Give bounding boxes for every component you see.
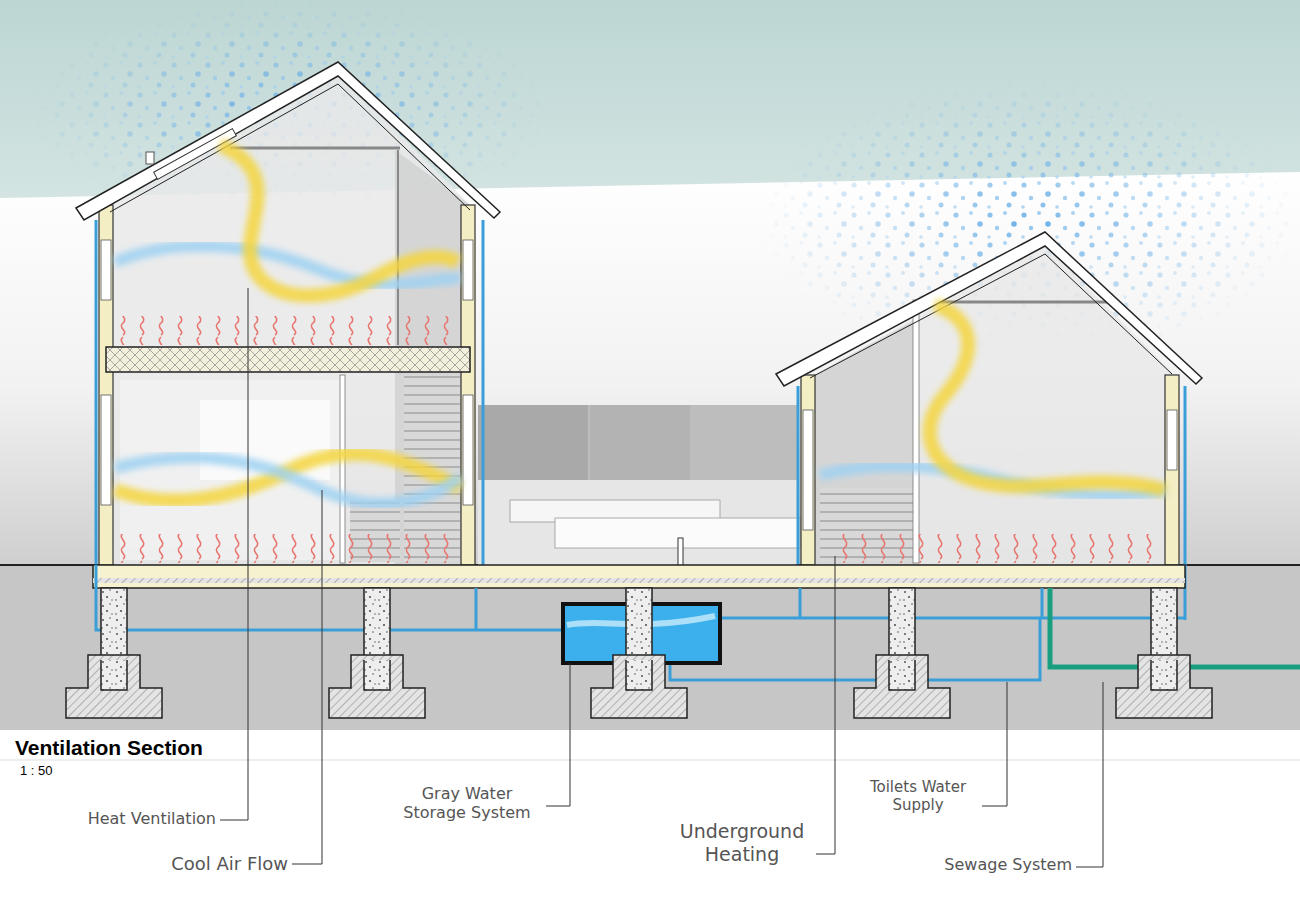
callout-label: Heat Ventilation <box>88 809 216 828</box>
callout-label: Toilets Water Supply <box>858 778 978 814</box>
callout-label: Sewage System <box>944 855 1072 874</box>
drawing-title: Ventilation Section <box>15 736 203 760</box>
callout-label: Underground Heating <box>672 820 812 866</box>
leader-lines <box>220 288 1103 867</box>
scale-note: 1 : 50 <box>20 763 53 778</box>
callout-label: Gray Water Storage System <box>392 784 542 822</box>
callout-label: Cool Air Flow <box>171 853 288 875</box>
